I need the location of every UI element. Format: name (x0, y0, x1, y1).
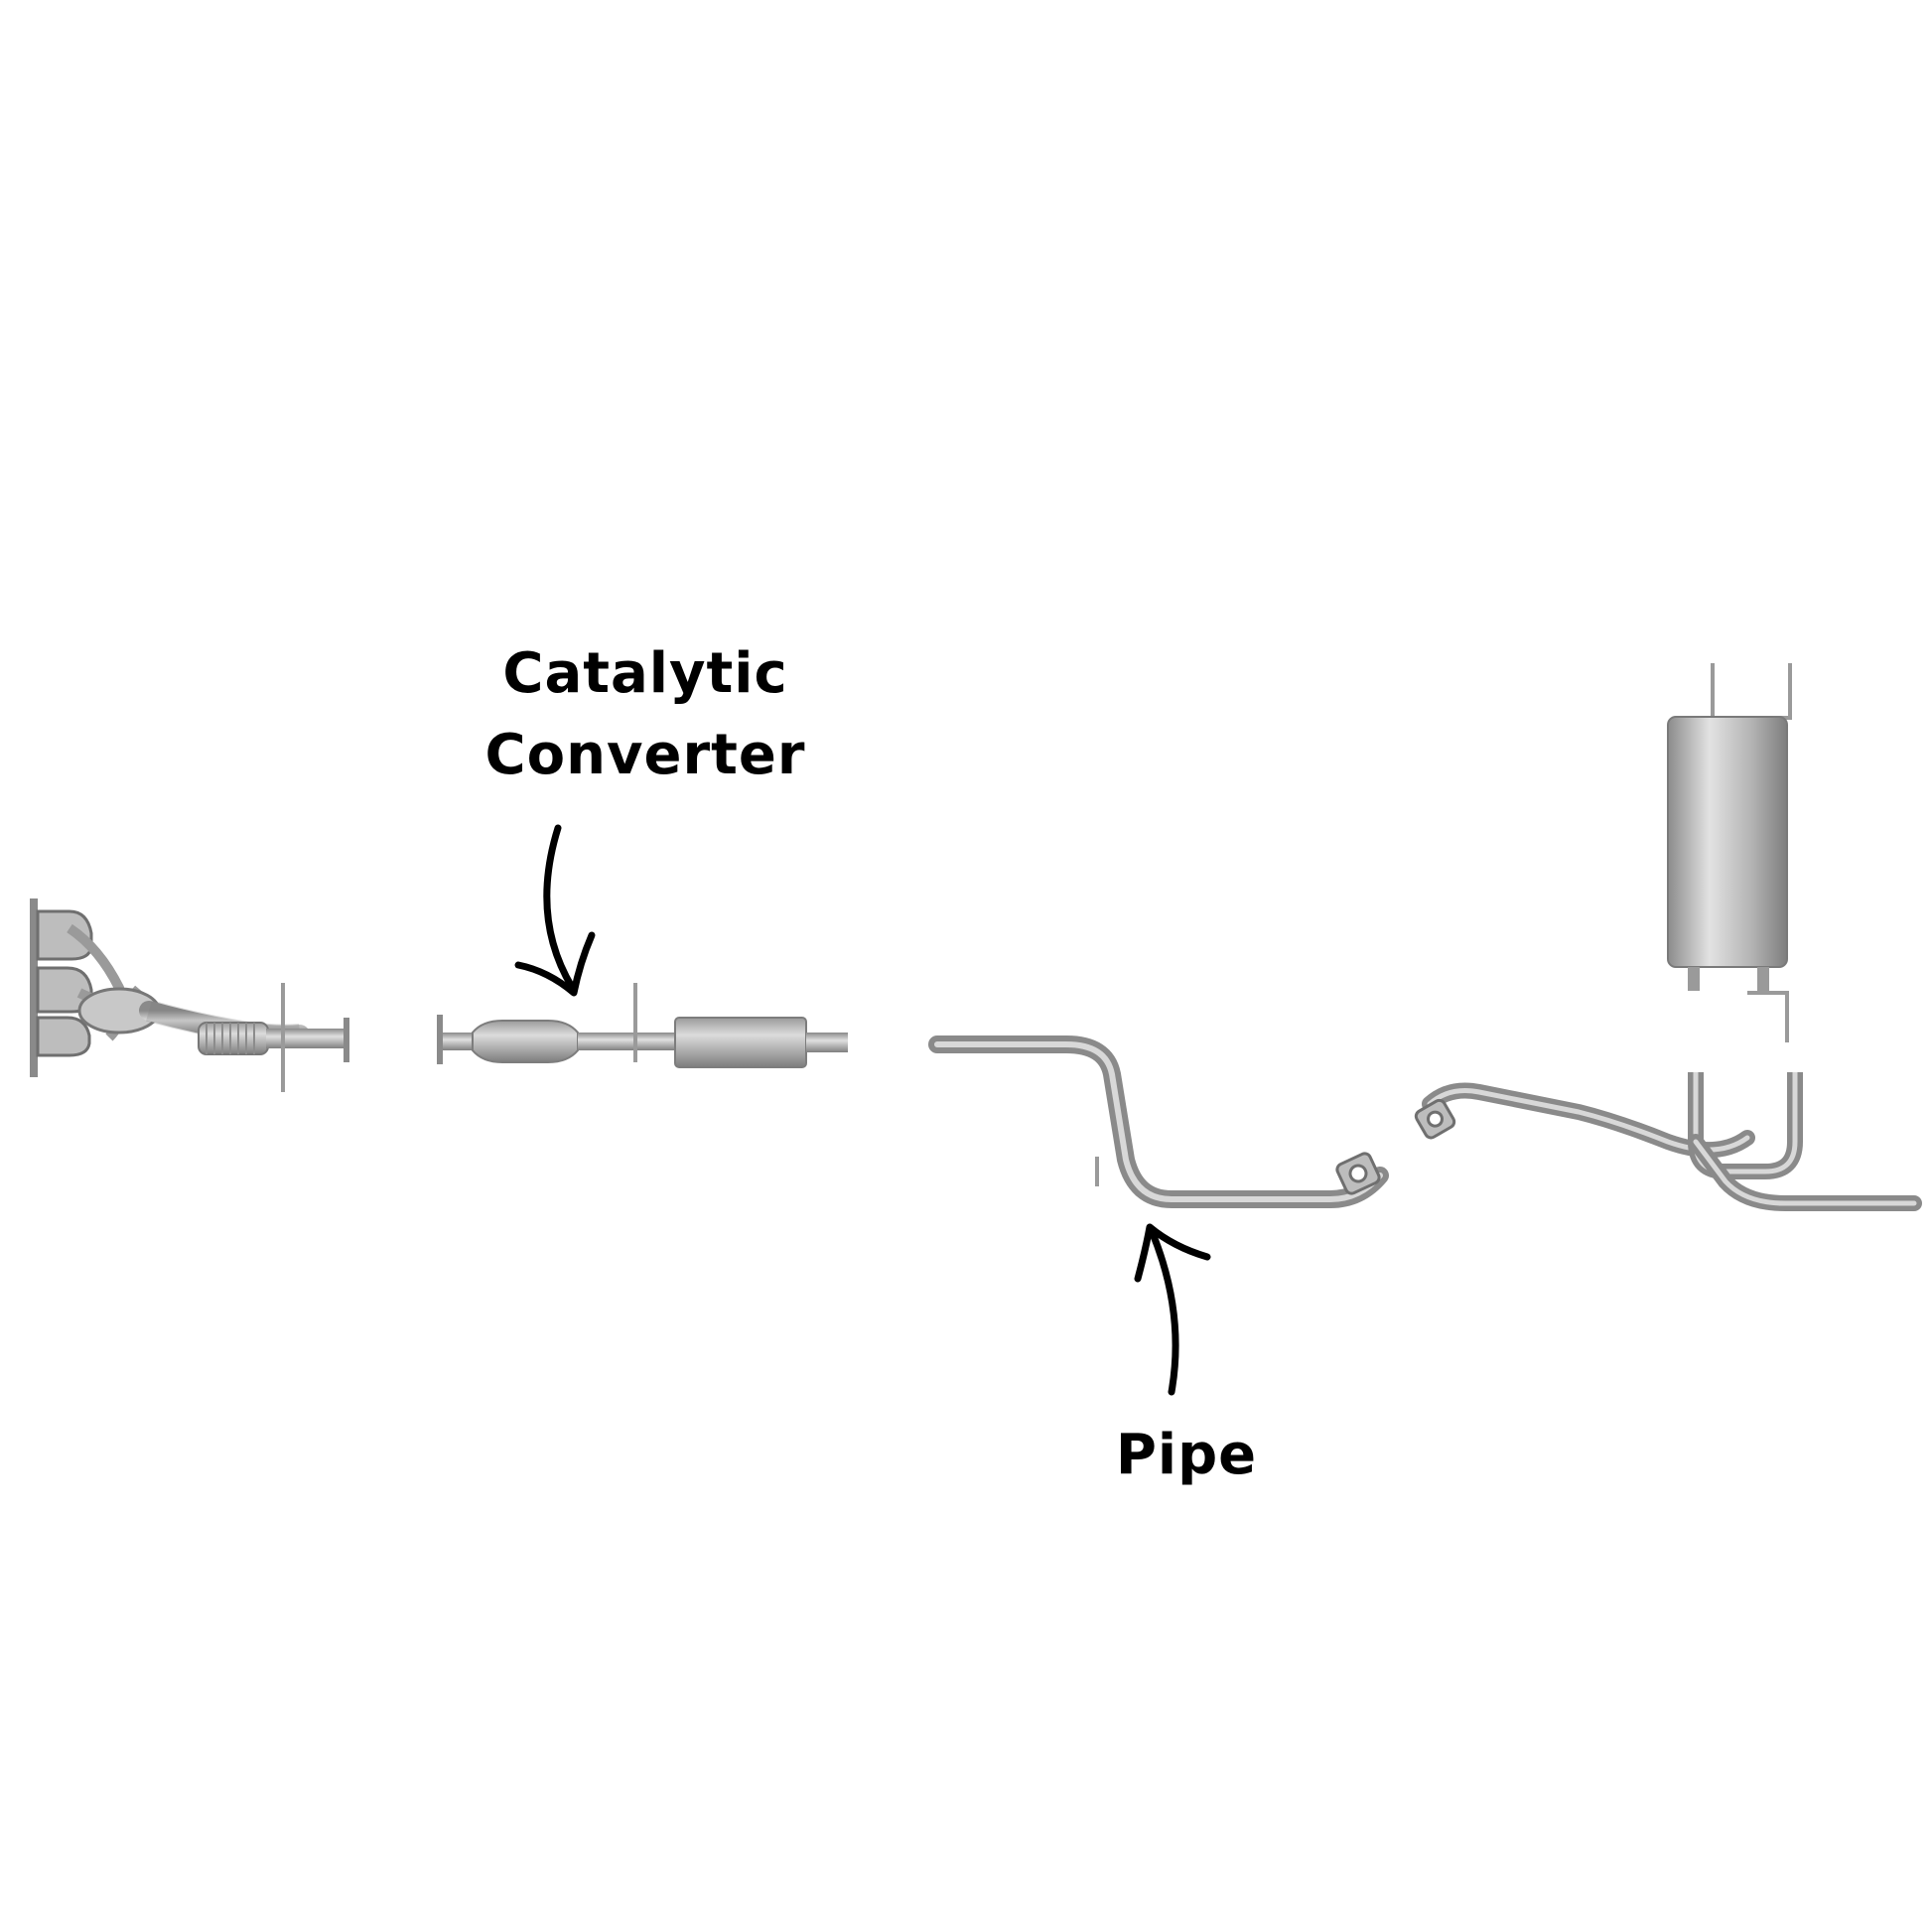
pipe-arrow (1134, 1223, 1211, 1396)
catalytic-converter-label: Catalytic Converter (467, 633, 824, 796)
rear-muffler-assembly (1414, 663, 1922, 1211)
catalytic-converter-arrow (514, 824, 596, 997)
exhaust-manifold (30, 898, 349, 1092)
mid-pipe (928, 1035, 1389, 1208)
catalytic-converter-label-line2: Converter (484, 723, 806, 787)
catalytic-converter-label-line1: Catalytic (502, 641, 788, 706)
pipe-label: Pipe (1115, 1423, 1258, 1487)
catalytic-converter-section (437, 983, 848, 1068)
